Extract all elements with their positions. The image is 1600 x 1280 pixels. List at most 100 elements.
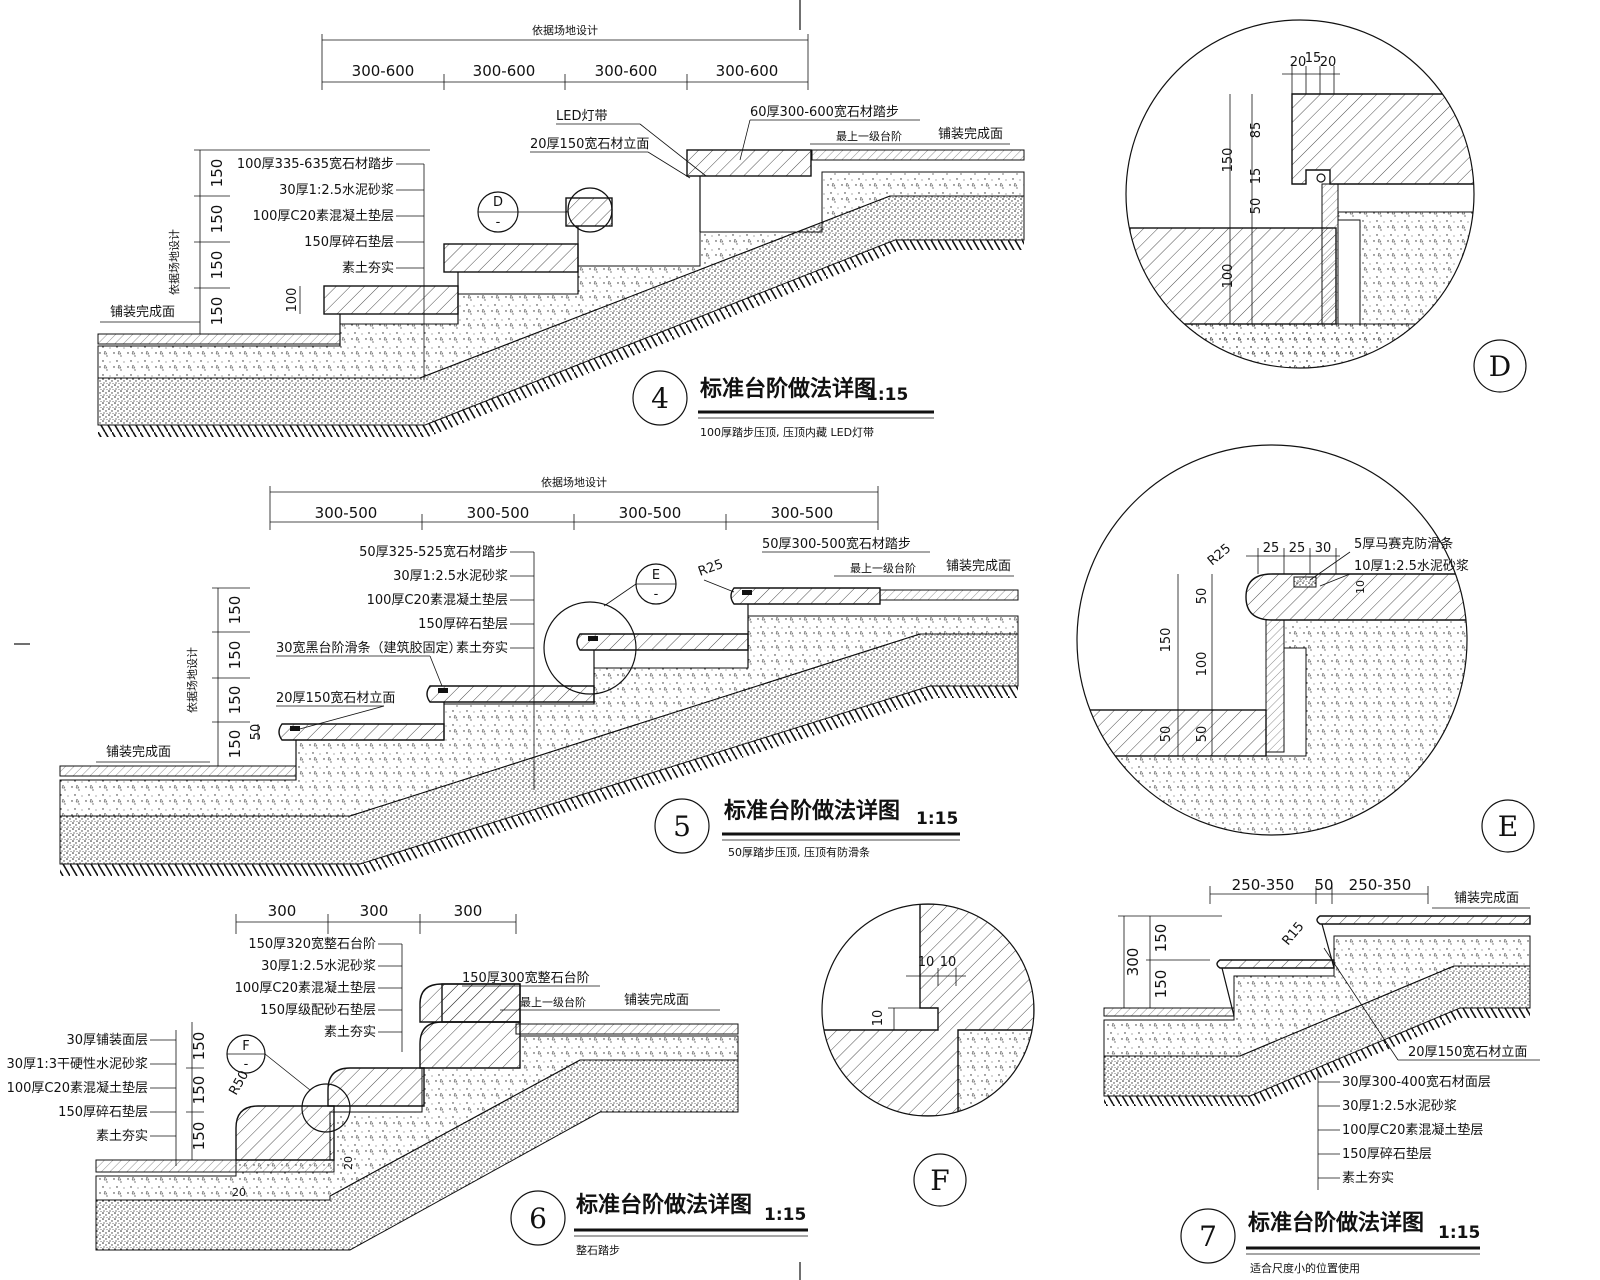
overall-dim-label: 依据场地设计 (541, 475, 607, 489)
riser-dim: 150 (226, 686, 244, 715)
stone-block (327, 1067, 425, 1107)
paving-finish-label: 铺装完成面 (110, 305, 175, 320)
detail-d-letter: D (1489, 350, 1511, 383)
detail-f-letter-circle (913, 1153, 967, 1207)
tread-dim: 300 (268, 902, 297, 920)
detail-e-letter: E (1498, 810, 1518, 843)
tread-dim: 300 (454, 902, 483, 920)
paving-right (879, 589, 1019, 601)
led-label: LED灯带 (556, 109, 607, 124)
stone-tread (686, 149, 812, 177)
antislip-label: 30宽黑台阶滑条（建筑胶固定） (276, 640, 462, 656)
earth-hatch (1104, 1096, 1254, 1106)
left-layer-callout: 30厚铺装面层 (66, 1033, 148, 1048)
riser-dim: 150 (190, 1032, 208, 1061)
detail-number-circle (510, 1190, 566, 1246)
tread-dim: 250-350 (1232, 876, 1295, 894)
detail-title: 标准台阶做法详图 (724, 798, 900, 824)
tread-dim: 300 (360, 902, 389, 920)
layer-callout: 30厚1:2.5水泥砂浆 (1342, 1099, 1457, 1114)
marker-letter: D (493, 195, 503, 210)
left-layer-callout: 30厚1:3干硬性水泥砂浆 (7, 1057, 148, 1072)
riser-label: 20厚150宽石材立面 (276, 690, 395, 706)
layer-callout: 30厚1:2.5水泥砂浆 (393, 569, 508, 584)
concrete-base (1129, 323, 1474, 368)
detail-f: 10 10 10 F (821, 903, 1035, 1207)
detail-e-label: 10厚1:2.5水泥砂浆 (1354, 559, 1469, 574)
layer-callout: 100厚C20素混凝土垫层 (367, 592, 508, 608)
detail-e-dim: 50 (1195, 726, 1210, 743)
layer-callout: 30厚1:2.5水泥砂浆 (279, 183, 394, 198)
detail-e-letter-circle (1481, 799, 1535, 853)
side-dim-label: 依据场地设计 (167, 229, 181, 295)
riser-label: 20厚150宽石材立面 (530, 136, 649, 152)
stone-tread (565, 197, 613, 227)
stone-tread (278, 723, 445, 741)
paving-finish-label: 铺装完成面 (938, 127, 1003, 142)
detail-title: 标准台阶做法详图 (700, 376, 876, 402)
detail-e-dim: 30 (1315, 541, 1332, 556)
detail-d-boundary (1125, 19, 1475, 369)
tread-dim: 300-600 (352, 62, 415, 80)
riser-dim: 150 (226, 730, 244, 759)
riser (1321, 183, 1339, 325)
earth-hatch (98, 425, 428, 437)
detail-subtitle: 适合尺度小的位置使用 (1250, 1261, 1360, 1275)
riser-dim: 150 (208, 251, 226, 280)
left-layer-callout: 100厚C20素混凝土垫层 (7, 1080, 148, 1096)
stone-block (235, 1105, 335, 1161)
detail-e-dim: 50 (1195, 588, 1210, 605)
detail-number-circle (1180, 1208, 1236, 1264)
marker-dash: - (654, 587, 659, 602)
riser-dim: 150 (226, 596, 244, 625)
detail-e-dim: 100 (1195, 652, 1210, 677)
detail-e-boundary (1076, 444, 1468, 836)
overall-dim-label: 依据场地设计 (532, 23, 598, 37)
radius-label: R15 (1280, 919, 1308, 948)
detail-f-letter: F (930, 1164, 949, 1197)
detail-f-dim: 10 (871, 1010, 886, 1027)
radius-label: R25 (696, 557, 725, 580)
layer-callout: 30厚1:2.5水泥砂浆 (261, 959, 376, 974)
earth-hatch (60, 864, 360, 876)
tread-dim: 300-500 (467, 504, 530, 522)
detail-d-dim: 15 (1249, 168, 1264, 185)
layer-callout: 150厚碎石垫层 (1342, 1146, 1432, 1162)
riser-dim: 150 (1152, 970, 1170, 999)
stone-cap (1291, 93, 1474, 185)
detail-d-dim: 15 (1305, 51, 1322, 66)
detail-d-dim: 150 (1221, 148, 1236, 173)
layer-callout: 100厚C20素混凝土垫层 (1342, 1122, 1483, 1138)
side-dim-label: 依据场地设计 (185, 647, 199, 713)
detail-title: 标准台阶做法详图 (576, 1192, 752, 1218)
left-layer-callout: 素土夯实 (96, 1129, 148, 1144)
detail-4: 依据场地设计 300-600 300-600 300-600 300-600 1… (97, 23, 1025, 439)
riser-dim: 150 (226, 641, 244, 670)
top-step-label: 最上一级台阶 (520, 995, 586, 1009)
detail-d-dim: 50 (1249, 198, 1264, 215)
stone-tread (730, 587, 881, 605)
top-step-label: 最上一级台阶 (850, 561, 916, 575)
layer-callout: 150厚碎石垫层 (418, 616, 508, 632)
riser-label: 20厚150宽石材立面 (1408, 1044, 1527, 1060)
layer-callout: 150厚320宽整石台阶 (248, 936, 376, 952)
tread-dim: 300-600 (595, 62, 658, 80)
detail-e-dim: 25 (1289, 541, 1306, 556)
top-tread-label: 50厚300-500宽石材踏步 (762, 536, 911, 552)
marker-dash: - (244, 1057, 249, 1072)
layer-callout: 30厚300-400宽石材面层 (1342, 1074, 1491, 1090)
layer-callout: 素土夯实 (1342, 1171, 1394, 1186)
detail-f-dim: 10 (918, 955, 935, 970)
tread-dim: 50 (1314, 876, 1333, 894)
detail-6: 300 300 300 150厚320宽整石台阶 30厚1:2.5水泥砂浆 10… (7, 902, 808, 1257)
detail-title: 标准台阶做法详图 (1248, 1210, 1424, 1236)
stone-tread (443, 243, 579, 273)
riser-dim: 150 (190, 1076, 208, 1105)
detail-d-dim: 100 (1221, 264, 1236, 289)
detail-scale: 1:15 (1438, 1223, 1480, 1243)
small-dim: 20 (342, 1156, 355, 1170)
detail-e-dim: 150 (1159, 628, 1174, 653)
detail-scale: 1:15 (916, 809, 958, 829)
layer-callout: 50厚325-525宽石材踏步 (359, 544, 508, 560)
